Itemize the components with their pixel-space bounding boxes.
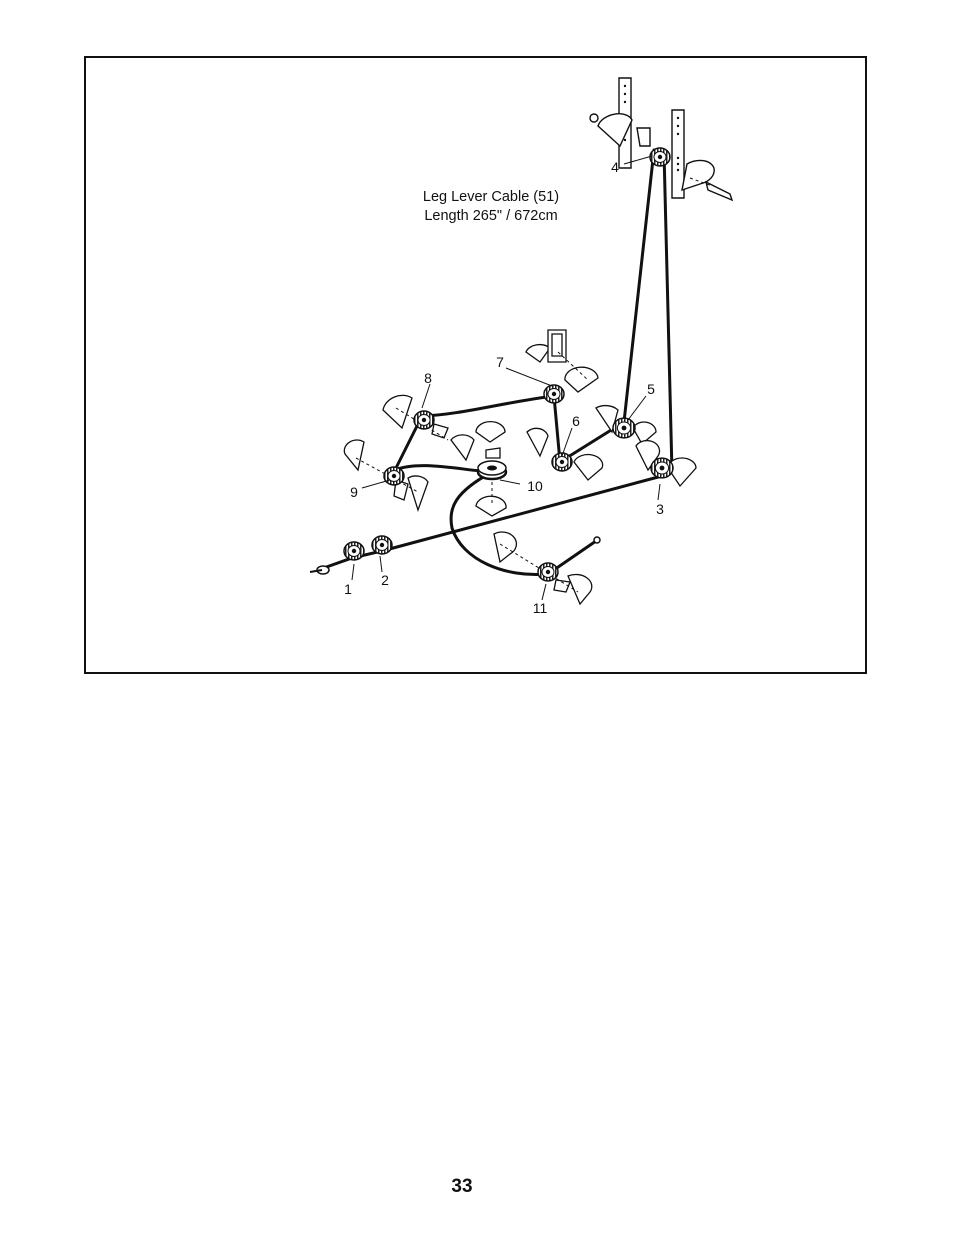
pulleys bbox=[343, 147, 674, 582]
callout-3: 3 bbox=[656, 501, 664, 517]
cable-caption: Leg Lever Cable (51) Length 265" / 672cm bbox=[396, 188, 586, 226]
callout-5: 5 bbox=[647, 381, 655, 397]
callout-10: 10 bbox=[527, 478, 543, 494]
pulley bbox=[551, 452, 573, 472]
callout-8: 8 bbox=[424, 370, 432, 386]
callout-7: 7 bbox=[496, 354, 504, 370]
callout-2: 2 bbox=[381, 572, 389, 588]
callout-11: 11 bbox=[533, 600, 548, 616]
pulley bbox=[650, 457, 674, 479]
page-number: 33 bbox=[451, 1176, 473, 1197]
pulley-shields bbox=[343, 343, 697, 606]
upper-frame-brackets bbox=[589, 77, 734, 202]
callout-1: 1 bbox=[344, 581, 352, 597]
pulley bbox=[612, 417, 636, 439]
pulley bbox=[343, 541, 365, 561]
callout-9: 9 bbox=[350, 484, 358, 500]
callout-6: 6 bbox=[572, 413, 580, 429]
pulley bbox=[383, 466, 405, 486]
cable-end-fitting bbox=[309, 565, 330, 575]
diagram-frame bbox=[84, 56, 867, 674]
callout-4: 4 bbox=[611, 159, 619, 175]
mount-brackets bbox=[393, 329, 571, 593]
pulley bbox=[371, 535, 393, 555]
pulley-horizontal bbox=[476, 460, 508, 481]
pulley bbox=[413, 410, 435, 430]
callout-labels: 1 2 3 4 5 6 7 8 9 10 11 bbox=[344, 159, 664, 616]
cable-caption-length: Length 265" / 672cm bbox=[424, 208, 558, 224]
cable-caption-name: Leg Lever Cable (51) bbox=[422, 189, 560, 205]
pulley bbox=[543, 384, 565, 404]
pulley bbox=[537, 562, 559, 582]
callout-leaders bbox=[351, 155, 661, 601]
